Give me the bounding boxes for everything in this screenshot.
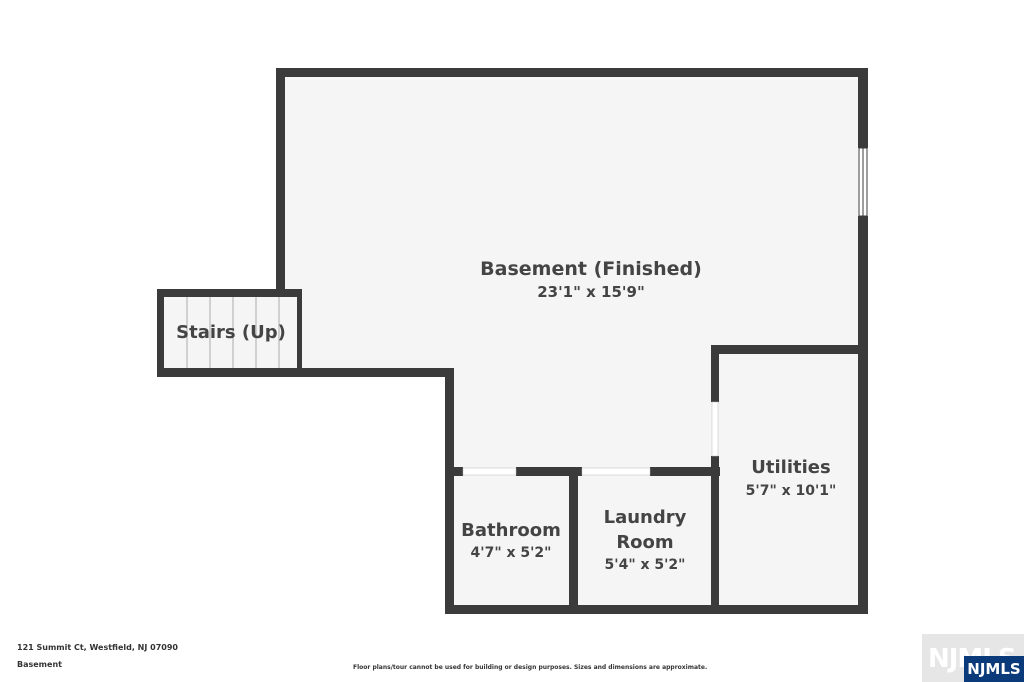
stairs-label: Stairs (Up) [176, 322, 286, 343]
laundry-label-line1: Laundry [604, 507, 687, 528]
disclaimer: Floor plans/tour cannot be used for buil… [353, 664, 708, 671]
wall-bath-top-left [445, 467, 463, 476]
basement-label: Basement (Finished) [480, 258, 702, 280]
wall-laundry-utilities [711, 345, 719, 402]
njmls-badge: NJMLS [964, 656, 1024, 682]
wall-bath-laundry [569, 467, 578, 614]
utilities-dimensions: 5'7" x 10'1" [746, 483, 837, 499]
walls [157, 68, 868, 614]
wall-stairs-right [297, 289, 302, 373]
bathroom-floor [452, 475, 571, 607]
wall-utilities-top [711, 345, 868, 354]
wall-left-upper [276, 68, 285, 296]
bathroom-door [462, 467, 517, 476]
wall-right-upper [858, 68, 868, 148]
laundry-dimensions: 5'4" x 5'2" [605, 557, 686, 573]
laundry-door [581, 467, 651, 476]
wall-right-lower [858, 216, 868, 614]
utilities-floor [717, 352, 861, 607]
wall-bath-left [445, 368, 454, 614]
basement-dimensions: 23'1" x 15'9" [537, 283, 645, 301]
wall-stairs-top [157, 289, 302, 297]
stair-treads [186, 297, 280, 369]
stairs-floor [162, 295, 298, 370]
bathroom-dimensions: 4'7" x 5'2" [471, 545, 552, 561]
wall-bath-top-mid [516, 467, 582, 476]
laundry-label-line2: Room [616, 532, 673, 553]
bathroom-label: Bathroom [461, 520, 561, 541]
wall-bottom [445, 605, 868, 614]
utilities-door [711, 401, 719, 457]
utilities-label: Utilities [751, 457, 830, 478]
property-address: 121 Summit Ct, Westfield, NJ 07090 [17, 643, 178, 652]
openings [462, 147, 868, 476]
wall-stairs-left [157, 289, 164, 377]
laundry-floor [576, 475, 713, 607]
floor-label: Basement [17, 660, 62, 669]
wall-laundry-top-right [650, 467, 720, 476]
wall-top [276, 68, 868, 77]
wall-stairs-bottom [157, 368, 454, 377]
wall-laundry-utilities-lower [711, 456, 719, 614]
